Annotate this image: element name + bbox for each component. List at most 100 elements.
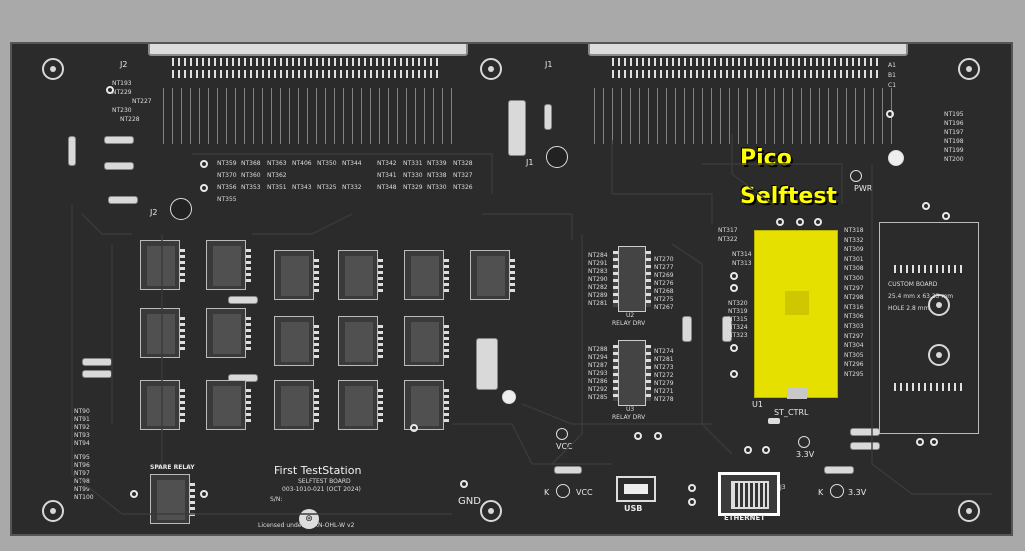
testpoint-tp33	[654, 432, 662, 440]
relay-k4	[338, 380, 383, 430]
resistor-r7	[104, 162, 134, 170]
testpoint-tp24	[744, 446, 752, 454]
resistor-r15	[554, 466, 582, 474]
k-label-1: K	[544, 488, 550, 497]
selftest-label: Selftest	[740, 184, 837, 209]
connector-j1-pins-row2	[612, 70, 882, 78]
mounting-hole-bottom-left	[42, 500, 64, 522]
testpoint-tp31	[886, 110, 894, 118]
relay-driver-u3	[613, 340, 651, 406]
row-b-label: B1	[888, 72, 896, 79]
gnd-testpoint	[460, 480, 468, 488]
relay-k6	[206, 380, 251, 430]
pcb-board: J2 J1 A1 B1 C1 NT193 NT229 NT227 NT230 N…	[10, 42, 1013, 536]
testpoint-tp25	[762, 446, 770, 454]
connector-j2-pins	[172, 58, 442, 66]
gnd-label: GND	[458, 496, 481, 507]
relay-k15	[338, 316, 383, 366]
pico-left-nets-3: NT320 NT319 NT315 NT324 NT323	[728, 300, 748, 339]
connector-j2-pins-row2	[172, 70, 442, 78]
resistor-r1	[228, 296, 258, 304]
pwr-label: PWR	[854, 184, 873, 193]
right-net-list: NT195 NT196 NT197 NT198 NT199 NT200	[944, 111, 964, 163]
vcc-label-2: VCC	[576, 488, 593, 497]
resistor-r6	[68, 136, 76, 166]
mounting-hole-bottom-center	[480, 500, 502, 522]
testpoint-tp29	[130, 490, 138, 498]
pwr-led	[850, 170, 862, 182]
board-serial: S/N:	[270, 496, 283, 503]
testpoint-tp16	[730, 284, 738, 292]
testpoint-tp12	[796, 218, 804, 226]
j3-label: J3	[780, 484, 786, 491]
testpoint-tp11	[776, 218, 784, 226]
relay-k2	[404, 316, 449, 366]
row-a-label: A1	[888, 62, 896, 69]
pico-usb-port	[787, 387, 807, 399]
custom-board-hole: HOLE 2.8 mm	[888, 305, 930, 312]
custom-header-top	[894, 265, 966, 273]
relay-driver-u3-name: U3	[626, 406, 635, 413]
board-part-number: 003-1010-021 (OCT 2024)	[282, 486, 361, 493]
left-net-list: NT193 NT229 NT227 NT230 NT228	[112, 80, 152, 123]
pico-left-nets: NT317 NT322	[718, 227, 738, 243]
testpoint-tp10	[106, 86, 114, 94]
k-label-2: K	[818, 488, 824, 497]
j1-net-labels	[592, 88, 892, 144]
custom-board-title: CUSTOM BOARD	[888, 281, 938, 288]
resistor-r4	[82, 370, 112, 378]
relay-driver-u2-label: RELAY DRV	[612, 320, 646, 327]
testpoint-tp27	[942, 212, 950, 220]
connector-j1	[588, 44, 908, 56]
u3-net-labels-left: NT288 NT294 NT287 NT293 NT286 NT292 NT28…	[588, 346, 608, 401]
relay-k10	[206, 240, 251, 290]
testpoint-tp20	[916, 438, 924, 446]
v33-label-2: 3.3V	[848, 488, 867, 497]
resistor-r13	[544, 104, 552, 130]
led-d5	[830, 484, 844, 498]
resistor-r2	[476, 338, 498, 390]
resistor-r12	[508, 100, 526, 156]
relay-k9	[140, 240, 185, 290]
relay-k3	[404, 380, 449, 430]
resistor-r9	[850, 442, 880, 450]
capacitor-c1	[768, 418, 780, 424]
ethernet-label: ETHERNET	[724, 514, 766, 522]
relay-driver-u2-name: U2	[626, 312, 635, 319]
relay-k11	[274, 250, 319, 300]
mounting-hole-top-center	[480, 58, 502, 80]
testpoint-tp35	[688, 498, 696, 506]
board-subtitle: SELFTEST BOARD	[298, 478, 351, 485]
pico-ref-label: U1	[752, 400, 763, 409]
relay-k5	[274, 380, 319, 430]
relay-driver-u3-label: RELAY DRV	[612, 414, 646, 421]
custom-board-outline: CUSTOM BOARD 25.4 mm x 63.23 mm HOLE 2.8…	[879, 222, 979, 434]
resistor-r8	[850, 428, 880, 436]
resistor-r14	[108, 196, 138, 204]
pico-name-label: ST_CTRL	[774, 408, 809, 417]
relay-k13	[206, 308, 251, 358]
pico-label: Pico	[740, 146, 792, 171]
capacitor-c2	[502, 390, 516, 404]
vcc-testpoint	[556, 428, 568, 440]
custom-board-size: 25.4 mm x 63.23 mm	[888, 293, 954, 300]
testpoint-3v3-a	[798, 436, 810, 448]
testpoint-tp9	[200, 160, 208, 168]
testpoint-tp17	[730, 272, 738, 280]
resistor-r11	[682, 316, 692, 342]
relay-k7	[140, 380, 185, 430]
capacitor-c3	[888, 150, 904, 166]
testpoint-tp26	[922, 202, 930, 210]
mounting-hole-bottom-right	[958, 500, 980, 522]
resistor-r16	[824, 466, 854, 474]
connector-j1-pins	[612, 58, 882, 66]
testpoint-tp15	[730, 344, 738, 352]
mounting-hole-top-right	[958, 58, 980, 80]
connector-j2-label: J2	[120, 60, 128, 69]
u3-net-labels-right: NT274 NT281 NT273 NT272 NT279 NT271 NT27…	[654, 348, 674, 403]
ethernet-socket	[731, 481, 769, 509]
transistor-q2	[170, 198, 192, 220]
j2-jumper-label: J2	[150, 208, 158, 217]
pico-chip	[785, 291, 809, 315]
relay-k17-spare	[150, 474, 195, 524]
